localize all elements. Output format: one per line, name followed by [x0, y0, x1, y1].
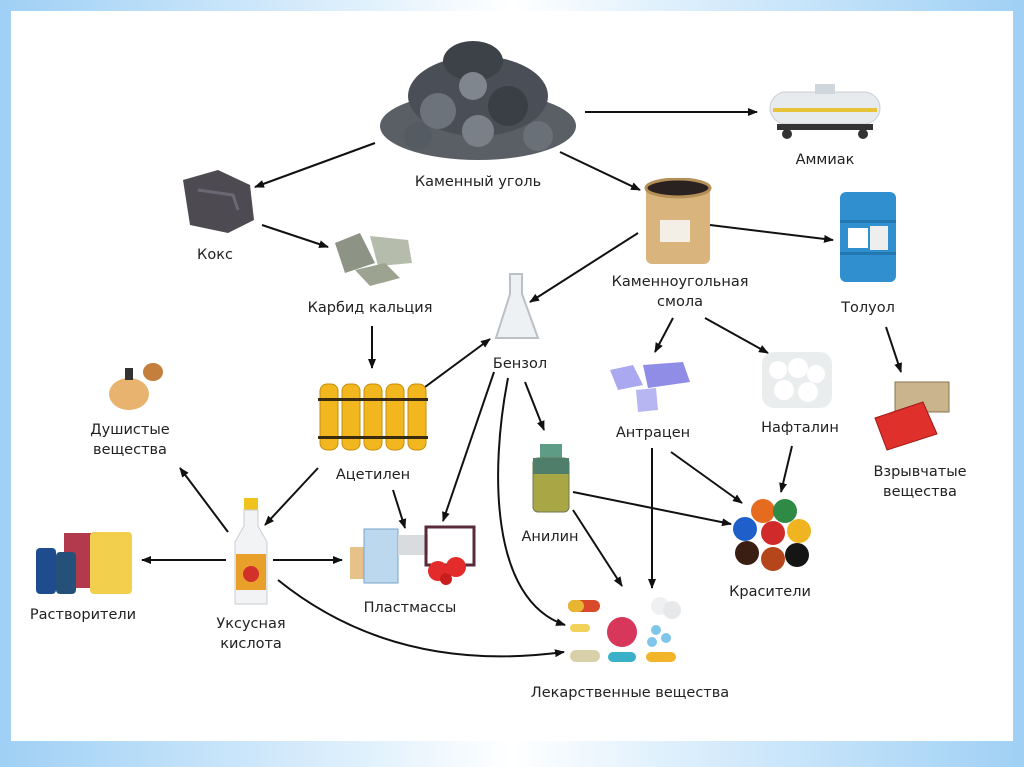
node-label-ammonia: Аммиак: [795, 152, 855, 168]
node-label-benzene: Бензол: [492, 356, 548, 372]
pills-icon: [568, 597, 681, 662]
node-label-medicines: Лекарственные вещества: [530, 685, 730, 701]
flask-icon: [494, 273, 540, 339]
edge-coal_tar-to-anthracene: [654, 317, 674, 353]
edge-benzene-to-plastics: [442, 371, 495, 522]
pigment-powders-icon: [733, 499, 811, 571]
perfume-bottle-icon: [109, 363, 163, 410]
edge-benzene-to-aniline: [524, 381, 545, 431]
edge-acetic_acid-to-medicines: [277, 579, 565, 658]
gas-cylinders-icon: [318, 383, 428, 451]
edge-benzene-to-medicines: [497, 377, 566, 626]
edge-coal_tar-to-toluene: [709, 224, 834, 243]
node-label-anthracene: Антрацен: [615, 425, 691, 441]
tar-barrel-icon: [644, 178, 712, 264]
node-label-dyes: Красители: [729, 584, 811, 600]
node-label-coal: Каменный уголь: [414, 174, 542, 190]
node-label-acetylene: Ацетилен: [335, 467, 411, 483]
edge-anthracene-to-dyes: [670, 451, 743, 504]
edge-coal-to-coal_tar: [559, 151, 641, 191]
node-label-coal-tar: Каменноугольная смола: [611, 274, 749, 310]
explosive-boxes-icon: [874, 381, 950, 451]
coke-lump-icon: [183, 170, 254, 233]
node-label-aniline: Анилин: [521, 529, 579, 545]
vinegar-bottle-icon: [234, 498, 268, 605]
node-label-plastics: Пластмассы: [363, 600, 457, 616]
edge-coal-to-coke: [254, 142, 376, 188]
node-label-explosives: Взрывчатые вещества: [873, 464, 967, 500]
node-label-acetic-acid: Уксусная кислота: [216, 616, 286, 652]
edge-aniline-to-medicines: [572, 509, 623, 587]
node-label-toluene: Толуол: [841, 300, 895, 316]
node-label-naphthalene: Нафталин: [761, 420, 839, 436]
edge-acetylene-to-plastics: [392, 489, 407, 529]
plastic-goods-icon: [350, 525, 476, 585]
blue-drum-icon: [840, 192, 896, 282]
node-label-coke: Кокс: [197, 247, 233, 263]
mothballs-icon: [762, 352, 832, 408]
edge-naphthalene-to-dyes: [779, 445, 793, 493]
edge-coke-to-calcium_carbide: [261, 224, 329, 248]
node-label-fragrances: Душистые вещества: [90, 422, 170, 458]
carbide-stones-icon: [335, 233, 412, 286]
edge-acetylene-to-acetic_acid: [264, 467, 319, 526]
aniline-jar-icon: [532, 444, 570, 513]
edge-toluene-to-explosives: [885, 326, 902, 373]
node-label-solvents: Растворители: [29, 607, 137, 623]
solvent-canisters-icon: [36, 532, 132, 594]
edge-coal_tar-to-naphthalene: [704, 317, 769, 354]
edge-aniline-to-dyes: [572, 491, 732, 527]
edge-coal_tar-to-benzene: [529, 232, 639, 303]
crystals-icon: [610, 362, 690, 412]
coal-pile-icon: [380, 41, 576, 160]
edge-acetic_acid-to-fragrances: [179, 467, 229, 533]
node-label-calcium-carbide: Карбид кальция: [307, 300, 433, 316]
edge-acetylene-to-benzene: [424, 338, 491, 388]
tank-car-icon: [769, 84, 881, 139]
